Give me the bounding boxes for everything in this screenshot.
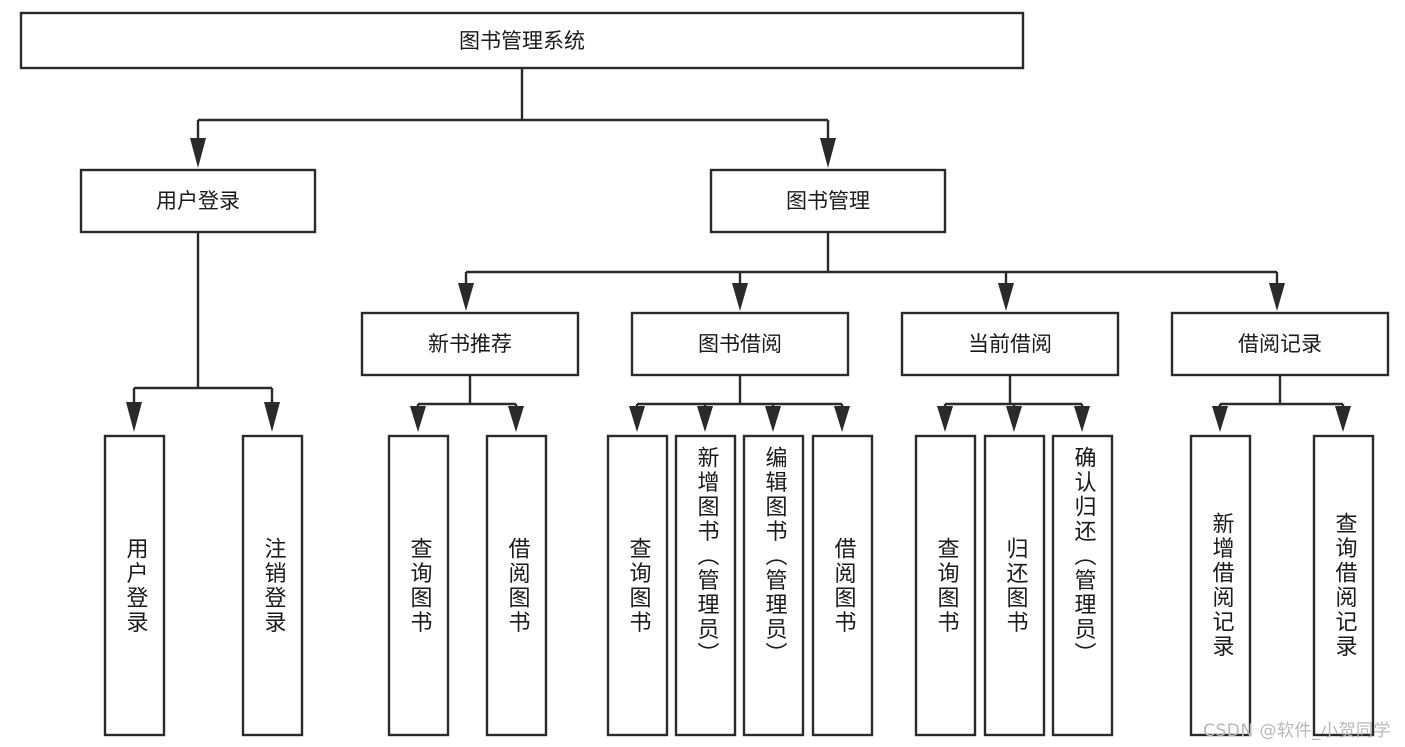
arrow-head-cb-leaf-1 (937, 406, 953, 432)
arrow-head-new-book (458, 283, 474, 311)
arrow-head-user-login (190, 138, 206, 168)
node-book-borrow[interactable] (630, 311, 850, 377)
node-user-login[interactable] (79, 168, 317, 234)
leaf-current-borrow-0[interactable] (914, 434, 977, 737)
arrow-head-leaf-user-login (126, 402, 142, 432)
node-root[interactable] (19, 11, 1025, 70)
node-book-management[interactable] (709, 168, 947, 234)
node-borrow-record[interactable] (1170, 311, 1390, 377)
arrow-head-nb-leaf-1 (410, 406, 426, 432)
node-new-book-recommend[interactable] (360, 311, 580, 377)
arrow-head-cb-leaf-2 (1006, 406, 1022, 432)
arrow-head-book-mgmt (820, 138, 836, 168)
connector-group-borrow-record (1212, 375, 1351, 432)
node-book-management-label: 图书管理 (786, 189, 870, 213)
arrow-head-bb-leaf-1 (629, 406, 645, 432)
leaf-new-book-0[interactable] (387, 434, 450, 737)
arrow-head-leaf-logout (264, 402, 280, 432)
node-user-login-label: 用户登录 (156, 189, 240, 213)
node-current-borrow-label: 当前借阅 (968, 332, 1052, 356)
leaf-book-borrow-0[interactable] (606, 434, 669, 737)
leaf-current-borrow-2[interactable] (1051, 434, 1114, 737)
arrow-head-bb-leaf-4 (834, 406, 850, 432)
arrow-head-bb-leaf-2 (697, 406, 713, 432)
leaf-borrow-record-0[interactable] (1189, 434, 1252, 737)
node-book-borrow-label: 图书借阅 (698, 332, 782, 356)
node-current-borrow[interactable] (900, 311, 1120, 377)
arrow-head-bb-leaf-3 (765, 406, 781, 432)
leaf-user-login-0[interactable] (103, 434, 166, 737)
arrow-head-borrow-record (1269, 283, 1285, 311)
connector-group-root (190, 68, 836, 168)
arrow-head-current-borrow (998, 283, 1014, 311)
leaf-user-login-1[interactable] (241, 434, 304, 737)
leaf-book-borrow-1[interactable] (674, 434, 737, 737)
connector-group-new-book (410, 375, 524, 432)
connector-group-book-borrow (629, 375, 850, 432)
watermark-text: CSDN @软件_小贺同学 (1203, 721, 1391, 741)
connector-group-user-login (126, 232, 280, 432)
arrow-head-br-leaf-2 (1335, 406, 1351, 432)
leaf-current-borrow-1[interactable] (983, 434, 1046, 737)
node-new-book-recommend-label: 新书推荐 (428, 332, 512, 356)
leaf-new-book-1[interactable] (485, 434, 548, 737)
leaf-borrow-record-1[interactable] (1312, 434, 1375, 737)
arrow-head-nb-leaf-2 (508, 406, 524, 432)
arrow-head-br-leaf-1 (1212, 406, 1228, 432)
arrow-head-cb-leaf-3 (1074, 406, 1090, 432)
node-root-label: 图书管理系统 (459, 29, 585, 53)
node-borrow-record-label: 借阅记录 (1238, 332, 1322, 356)
leaf-book-borrow-2[interactable] (742, 434, 805, 737)
arrow-head-book-borrow (732, 283, 748, 311)
connector-group-current-borrow (937, 375, 1090, 432)
connector-group-book-mgmt (458, 232, 1285, 311)
leaf-book-borrow-3[interactable] (811, 434, 874, 737)
